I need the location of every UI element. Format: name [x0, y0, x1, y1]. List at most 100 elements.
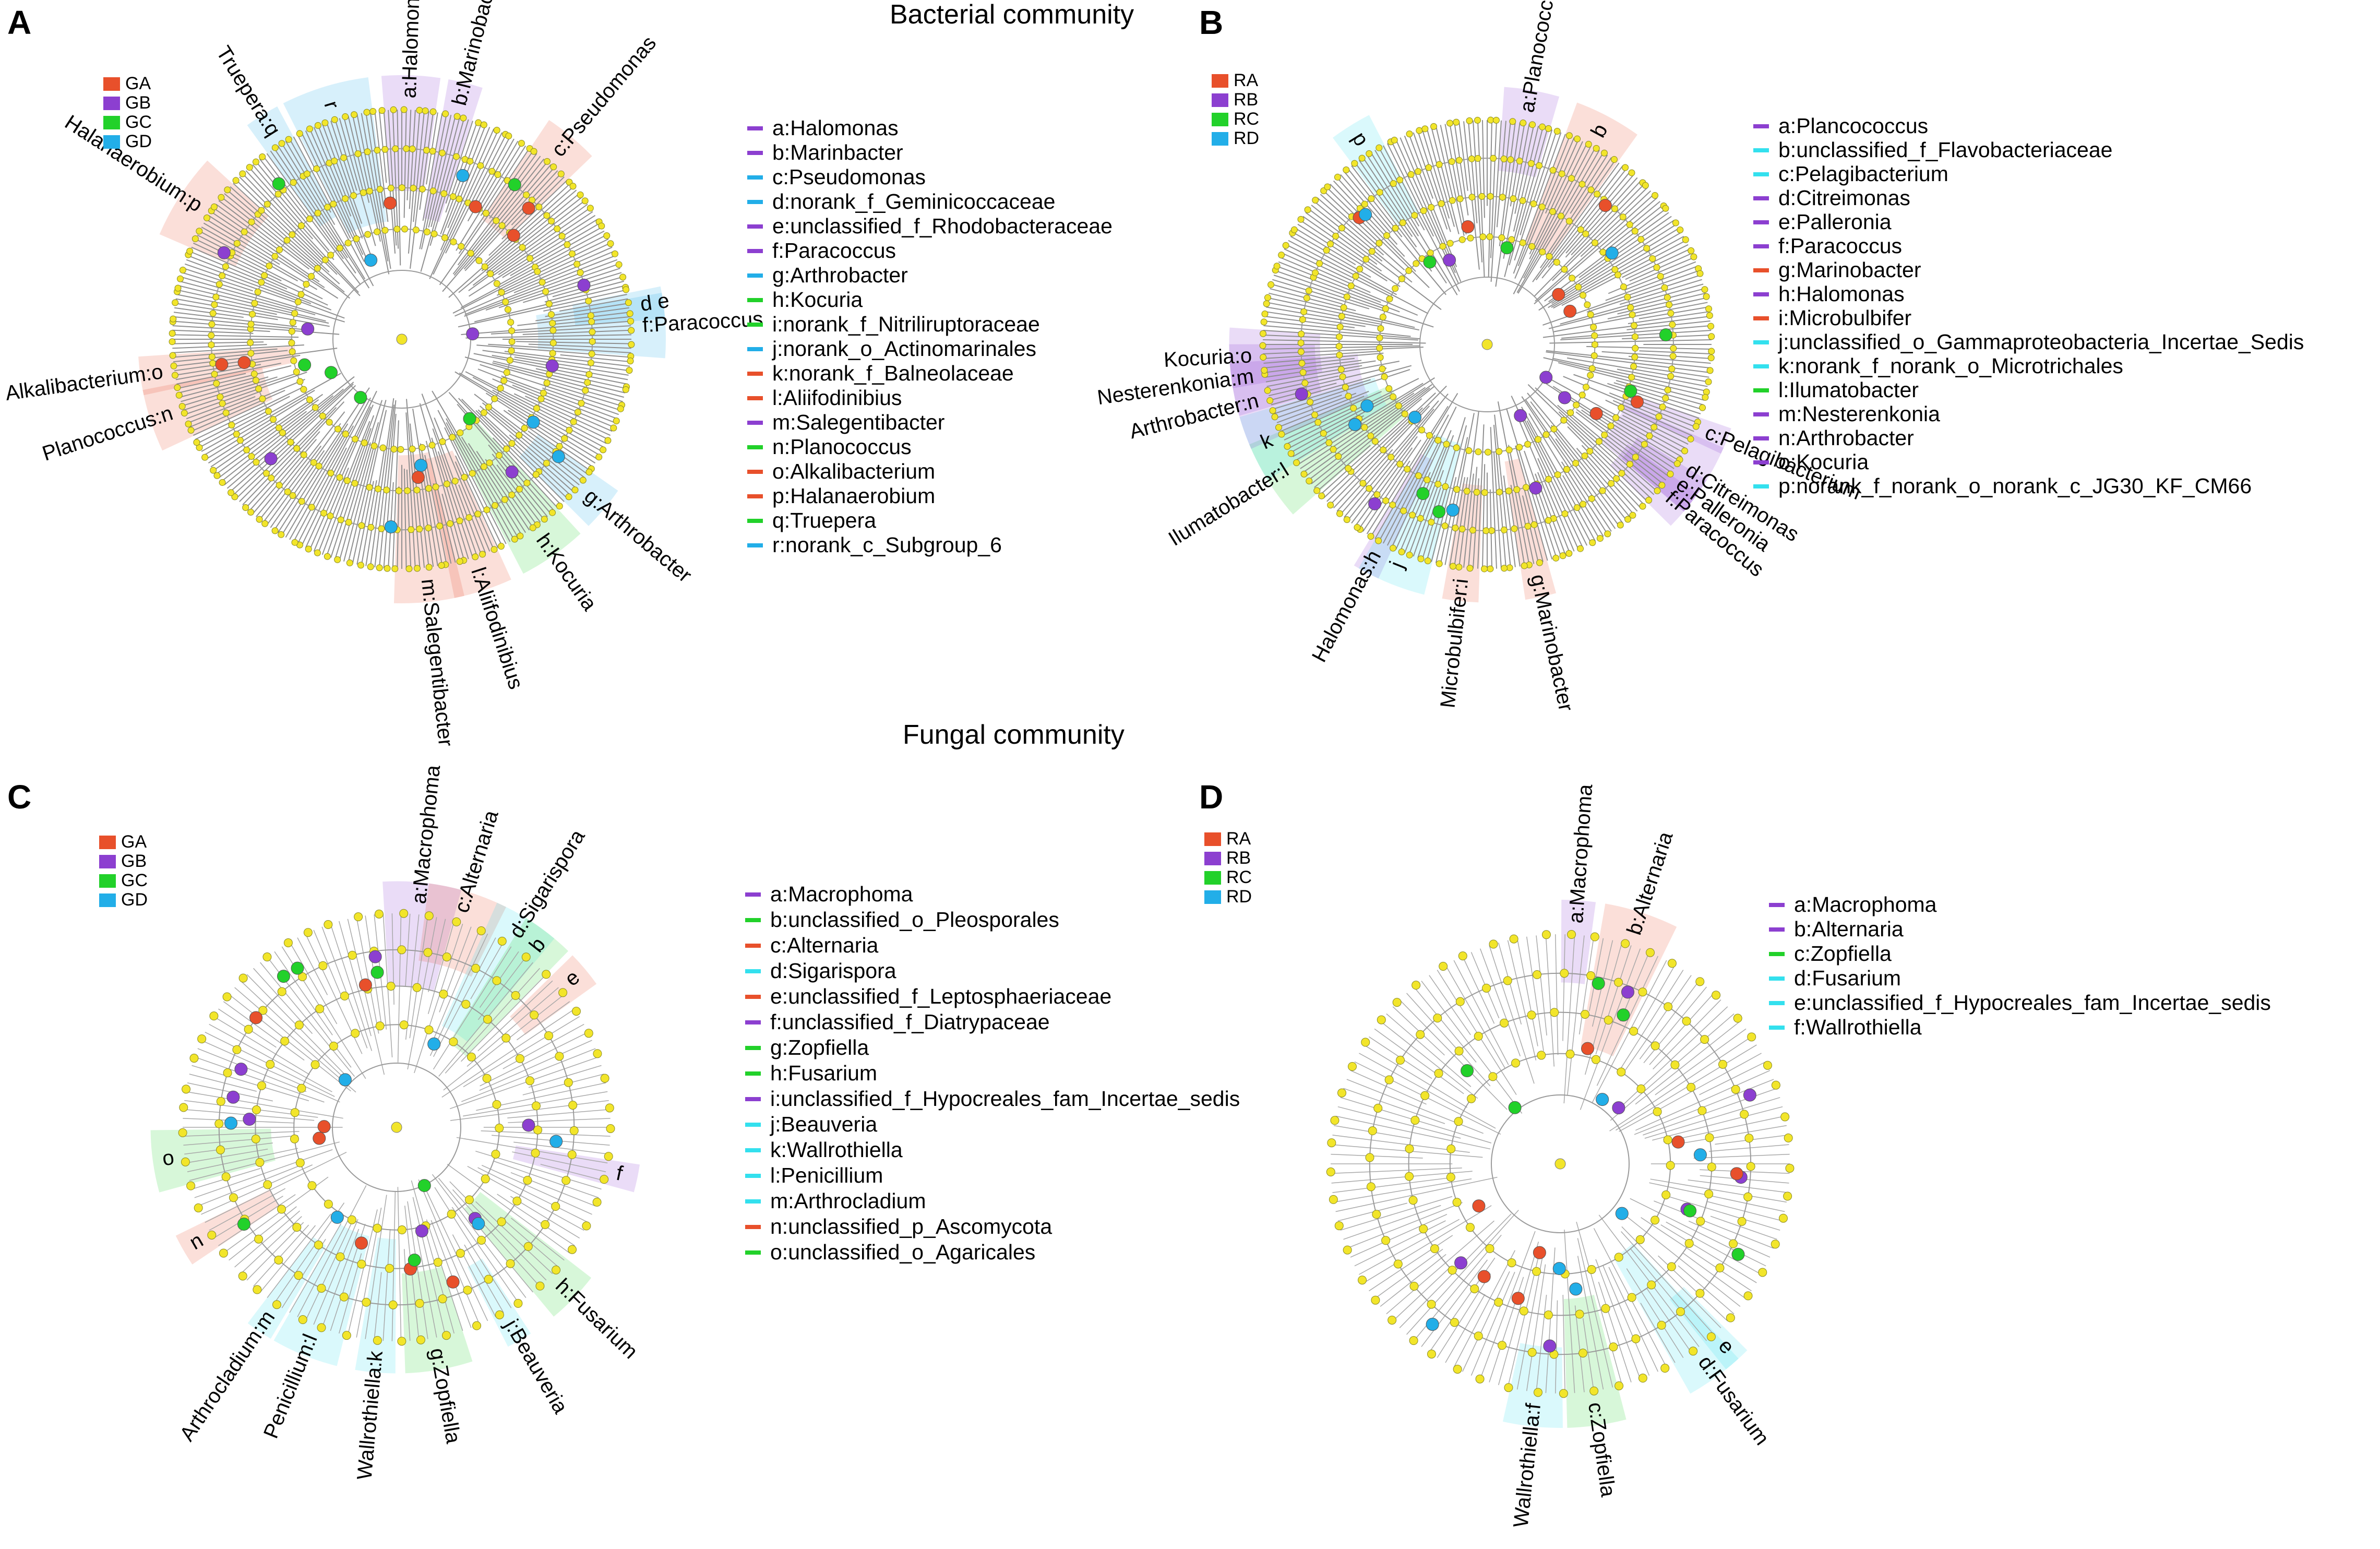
branch-line: [175, 303, 278, 320]
node-dot: [550, 163, 557, 171]
group-legend-entry: GD: [103, 132, 152, 151]
branch-line: [218, 200, 310, 270]
node-dot: [456, 558, 463, 565]
node-dot: [497, 1217, 506, 1226]
node-dot: [213, 380, 220, 387]
branch-line: [197, 1165, 300, 1207]
node-dot: [289, 319, 296, 326]
branch-line: [339, 1253, 362, 1334]
clade-label: d:Sigarispora: [505, 825, 590, 942]
branch-line: [1496, 121, 1506, 228]
branch-line: [1567, 426, 1645, 505]
branch-line: [1330, 184, 1416, 272]
node-dot: [1496, 448, 1503, 455]
node-dot: [1337, 1088, 1347, 1098]
branch-line: [513, 251, 614, 293]
node-dot: [312, 404, 319, 411]
node-dot: [181, 409, 188, 416]
node-dot: [387, 184, 394, 192]
branch-line: [461, 320, 631, 336]
node-dot: [1446, 120, 1454, 127]
branch-line: [1626, 320, 1711, 330]
group-label: GA: [125, 74, 151, 93]
node-dot: [1567, 409, 1574, 416]
node-dot: [1325, 439, 1333, 446]
node-dot: [1655, 413, 1663, 420]
node-dot: [617, 405, 624, 412]
node-dot: [1485, 1244, 1494, 1253]
branch-line: [252, 438, 317, 515]
branch-line: [1627, 1217, 1741, 1307]
branch-line: [1550, 425, 1627, 521]
branch-line: [419, 114, 447, 249]
branch-line: [412, 1197, 446, 1336]
node-dot: [549, 327, 557, 334]
node-dot: [477, 1235, 486, 1245]
node-dot: [1278, 431, 1285, 438]
node-dot: [247, 508, 255, 516]
node-dot: [176, 275, 184, 282]
node-dot: [627, 317, 635, 325]
branch-line: [420, 477, 434, 567]
node-dot: [1758, 1268, 1767, 1277]
node-dot: [425, 564, 433, 571]
node-dot: [358, 522, 365, 529]
node-dot: [1380, 446, 1387, 454]
branch-line: [260, 1225, 316, 1293]
node-dot: [1667, 309, 1675, 317]
branch-line: [1335, 1115, 1491, 1150]
branch-line: [334, 119, 357, 191]
node-dot: [1436, 560, 1443, 567]
node-dot: [1367, 533, 1374, 540]
branch-line: [480, 364, 620, 411]
node-dot: [186, 1181, 196, 1190]
node-dot: [589, 338, 596, 345]
node-dot: [239, 170, 246, 177]
node-dot: [1643, 245, 1651, 252]
node-dot: [1657, 273, 1664, 280]
node-dot: [1629, 311, 1636, 318]
node-dot: [1657, 1320, 1666, 1330]
taxa-key-swatch: [745, 1173, 761, 1178]
node-dot: [1427, 249, 1434, 257]
branch-line: [1529, 143, 1588, 259]
node-dot: [1664, 294, 1671, 301]
clade-shade: [355, 1237, 396, 1374]
branch-line: [356, 481, 374, 565]
branch-line: [1535, 194, 1655, 302]
node-dot: [1468, 155, 1475, 162]
biomarker-node: [1624, 384, 1637, 398]
clade-shade: [1622, 437, 1707, 511]
node-dot: [1406, 130, 1413, 138]
taxa-key-label: k:norank_f_norank_o_Microtrichales: [1778, 354, 2123, 378]
branch-line: [361, 480, 377, 566]
node-dot: [1718, 1059, 1727, 1069]
clade-label: d e: [639, 289, 671, 316]
node-dot: [362, 1297, 371, 1307]
branch-line: [1404, 447, 1448, 554]
node-dot: [373, 1336, 382, 1345]
node-dot: [537, 395, 545, 402]
group-label: RA: [1234, 70, 1259, 90]
branch-line: [1570, 154, 1608, 214]
branch-line: [429, 933, 488, 1056]
node-dot: [595, 454, 603, 461]
node-dot: [585, 297, 592, 305]
taxa-key-swatch: [745, 1122, 761, 1127]
node-dot: [1771, 1240, 1780, 1249]
node-dot: [1436, 161, 1443, 168]
branch-line: [480, 406, 577, 489]
branch-line: [482, 402, 583, 482]
node-dot: [395, 487, 402, 494]
node-dot: [1600, 149, 1608, 157]
branch-line: [513, 393, 609, 440]
node-dot: [271, 253, 279, 260]
node-dot: [1443, 440, 1450, 448]
branch-line: [1522, 495, 1539, 563]
taxa-key-label: m:Arthrocladium: [770, 1189, 926, 1213]
node-dot: [252, 1105, 261, 1115]
node-dot: [346, 559, 353, 567]
node-dot: [600, 446, 607, 454]
branch-line: [1639, 981, 1700, 1059]
node-dot: [172, 299, 179, 306]
